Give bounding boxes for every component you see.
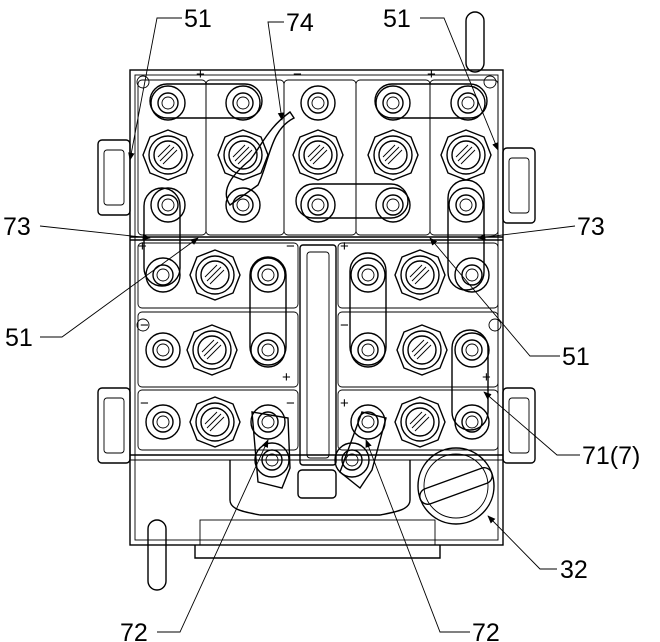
label-51-top-left: 51: [184, 5, 212, 33]
plus-mark: +: [482, 369, 491, 386]
plus-mark: +: [138, 238, 147, 255]
label-73-left: 73: [3, 213, 31, 241]
label-51-right: 51: [562, 343, 590, 371]
bottom-rod: [147, 519, 167, 591]
minus-mark: −: [286, 395, 295, 412]
label-32: 32: [560, 556, 588, 584]
minus-mark: −: [293, 66, 302, 83]
top-rod: [465, 11, 485, 73]
bus-bars: [143, 83, 489, 490]
plus-mark: +: [196, 66, 205, 83]
upper-cells: [137, 79, 499, 236]
plus-mark: +: [282, 369, 291, 386]
minus-mark: −: [340, 317, 349, 334]
left-handle-upper: [97, 139, 131, 216]
rotary-dial: [417, 447, 495, 525]
label-72-right: 72: [472, 619, 500, 642]
label-73-right: 73: [577, 213, 605, 241]
minus-mark: −: [286, 238, 295, 255]
bottom-tray: [194, 460, 441, 559]
left-handle-lower: [97, 387, 131, 464]
leader-lines: [39, 17, 580, 633]
label-71-7: 71(7): [582, 442, 640, 470]
plus-mark: +: [427, 66, 436, 83]
label-51-top-right: 51: [383, 5, 411, 33]
label-51-left: 51: [5, 324, 33, 352]
right-handle-upper: [502, 147, 536, 224]
minus-mark: −: [140, 395, 149, 412]
label-74: 74: [286, 9, 314, 37]
lower-cells: [137, 242, 499, 466]
plus-mark: +: [340, 395, 349, 412]
plus-mark: +: [340, 238, 349, 255]
minus-mark: −: [140, 317, 149, 334]
label-72-left: 72: [120, 619, 148, 642]
polarity-marks: + − + + + − − − + + − − +: [138, 66, 491, 412]
vent-caps: [142, 129, 492, 448]
right-handle-lower: [502, 387, 536, 464]
